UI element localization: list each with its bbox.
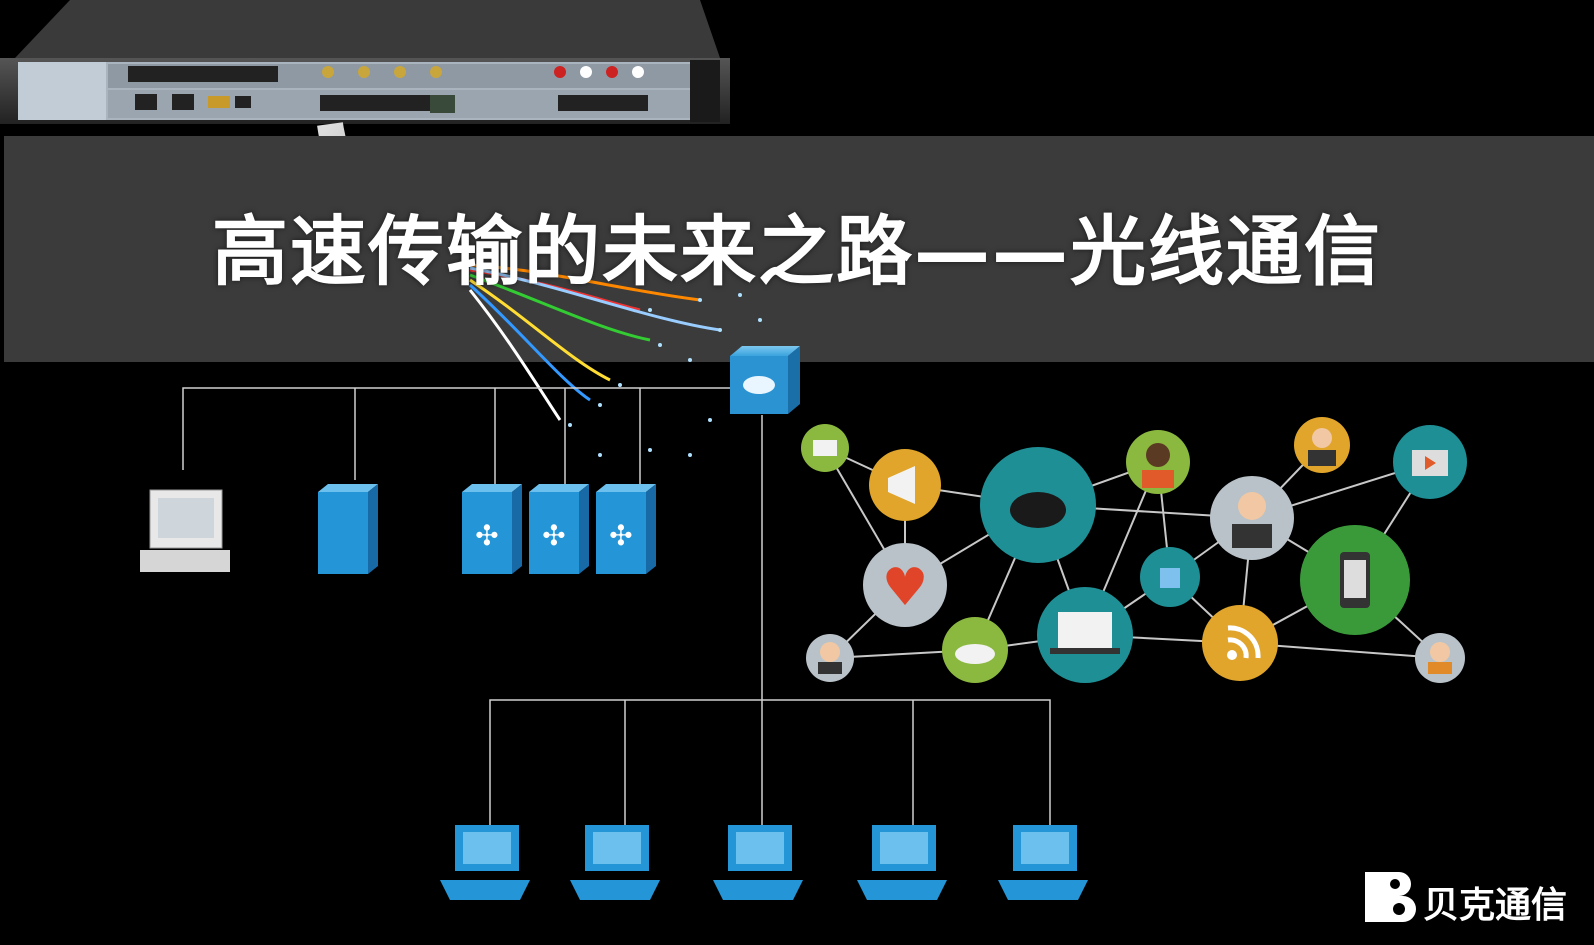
fiber-strands — [468, 263, 721, 421]
router-icon — [730, 346, 800, 414]
social-nodes: ♥ — [801, 417, 1467, 683]
title-banner — [4, 136, 1594, 362]
svg-text:✣: ✣ — [542, 519, 565, 552]
brand-logo: 贝克通信 — [1365, 870, 1585, 932]
rack-device — [0, 0, 730, 124]
desktop-pc-icon — [570, 825, 660, 900]
fiber-light-points — [568, 293, 762, 457]
workstation-icon — [140, 489, 230, 572]
brand-name: 贝克通信 — [1423, 885, 1568, 926]
desktop-pc-icon — [713, 825, 803, 900]
server-icon: ✣ — [596, 484, 656, 574]
heart-icon — [863, 543, 947, 627]
diagram-lines — [182, 387, 1051, 825]
svg-text:♥: ♥ — [882, 558, 929, 618]
desktop-pc-icon — [857, 825, 947, 900]
svg-text:✣: ✣ — [609, 519, 632, 552]
server-icon: ✣ — [529, 484, 589, 574]
brand-logo-icon — [1365, 872, 1416, 922]
desktop-pc-icon — [440, 825, 530, 900]
svg-text:✣: ✣ — [475, 519, 498, 552]
file-server-icon — [318, 484, 378, 574]
page-title: 高速传输的未来之路——光线通信 — [212, 207, 1382, 296]
desktop-pc-icon — [998, 825, 1088, 900]
server-icon: ✣ — [462, 484, 522, 574]
